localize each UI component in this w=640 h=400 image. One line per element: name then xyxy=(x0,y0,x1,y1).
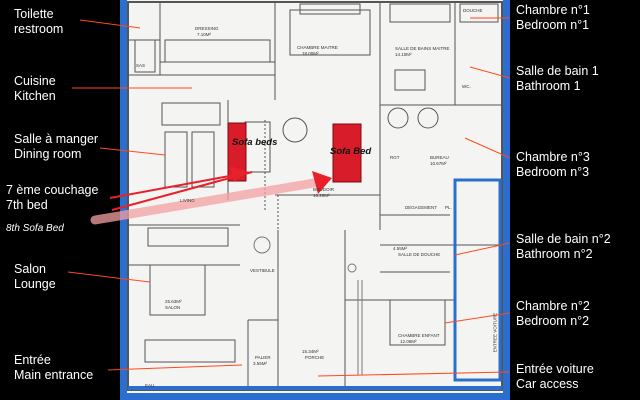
room-salon-area: 25.63m² xyxy=(165,299,182,304)
sofa-beds-label: Sofa beds xyxy=(232,137,278,148)
room-rgt: RGT xyxy=(390,155,400,160)
room-chambre-enfant: CHAMBRE ENFANT xyxy=(398,333,440,338)
room-bureau: BUREAU xyxy=(430,155,449,160)
room-living: LIVING xyxy=(180,198,195,203)
sofa-beds-rect xyxy=(227,122,247,182)
sofa-bed-rect xyxy=(332,123,362,183)
room-palier: PALIER xyxy=(255,355,271,360)
room-wc: WC. xyxy=(462,84,471,89)
room-sdb-maitre: SALLE DE BAINS MAITRE xyxy=(395,46,450,51)
floor-plan xyxy=(127,0,503,393)
sofa-bed-label: Sofa Bed xyxy=(330,146,372,157)
room-dressing: DRESSING xyxy=(195,26,219,31)
room-salon: SALON xyxy=(165,305,181,310)
room-salle-douche: SALLE DE DOUCHE xyxy=(398,252,441,257)
room-palier-area: 3.55m² xyxy=(253,361,268,366)
room-vestibule: VESTIBULE xyxy=(250,268,275,273)
room-dressing-area: 7.10m² xyxy=(197,32,212,37)
room-entree-voiture: ENTREE VOITURE xyxy=(492,312,498,353)
room-chambre-maitre: CHAMBRE MAITRE xyxy=(297,45,338,50)
room-pl: PL. xyxy=(445,205,452,210)
room-porche-area: 15.34m² xyxy=(302,349,319,354)
room-boudoir-area: 16.20m² xyxy=(313,193,330,198)
label-bed8: 8th Sofa Bed xyxy=(6,223,64,234)
room-porche: PORCHE xyxy=(305,355,325,360)
room-salle-douche-area: 4.55m² xyxy=(393,246,408,251)
room-bureau-area: 10.67m² xyxy=(430,161,447,166)
room-douche: DOUCHE xyxy=(463,8,483,13)
room-sas: SAS xyxy=(136,63,146,68)
room-sdb-maitre-area: 14.10m² xyxy=(395,52,412,57)
room-chambre-maitre-area: 18.00m² xyxy=(302,51,319,56)
room-eau: EAU xyxy=(145,383,155,388)
room-boudoir: BOUDOIR xyxy=(313,187,335,192)
room-degagement: DEGAGEMENT xyxy=(405,205,438,210)
room-chambre-enfant-area: 12.06m² xyxy=(400,339,417,344)
